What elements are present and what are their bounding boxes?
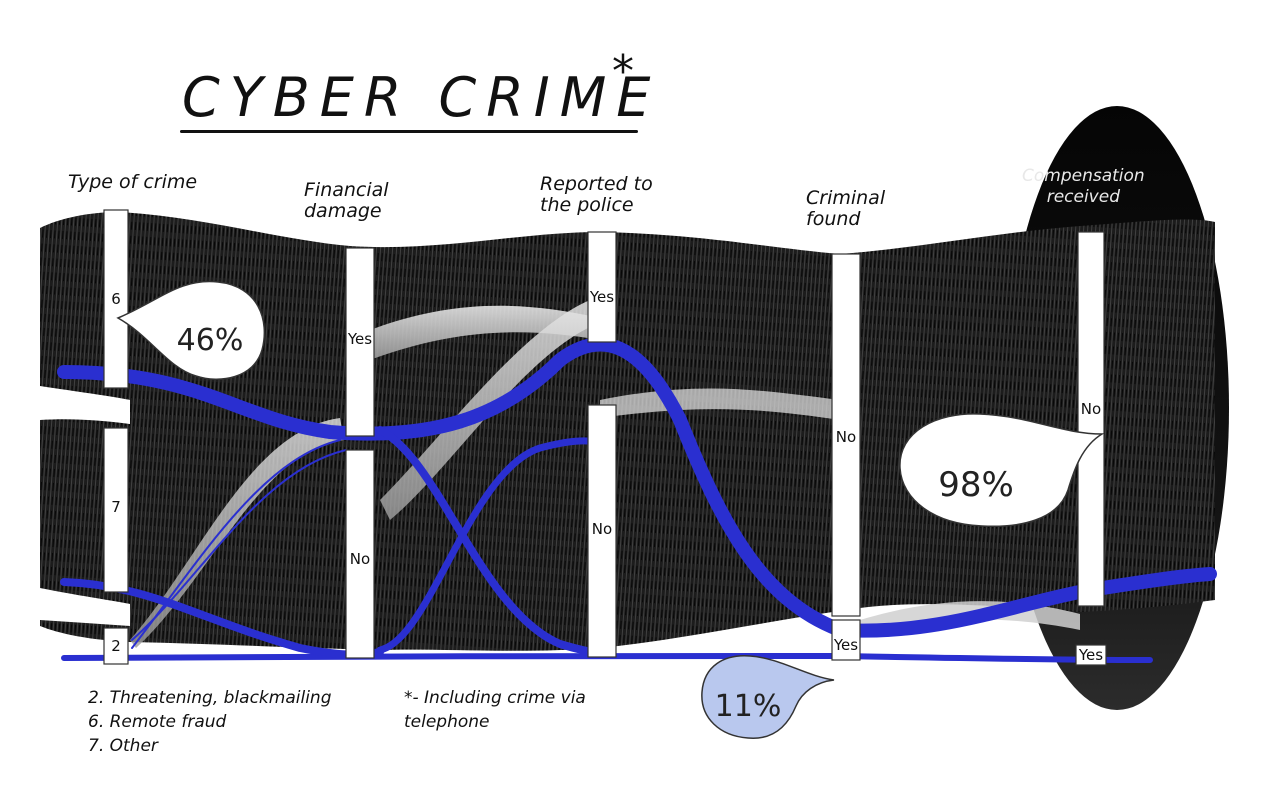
ribbon-light-1 bbox=[370, 305, 600, 360]
bar-crime-7 bbox=[103, 427, 129, 593]
label-fin-yes: Yes bbox=[347, 330, 372, 348]
bubble-98: 98% bbox=[899, 413, 1105, 528]
title-asterisk: * bbox=[612, 46, 634, 97]
bar-crime-6 bbox=[103, 209, 129, 389]
band-gap-7-2 bbox=[40, 588, 130, 626]
title-underline bbox=[180, 130, 638, 133]
bar-crime-2 bbox=[103, 627, 129, 665]
legend-item-2: 2. Threatening, blackmailing bbox=[88, 688, 332, 708]
bubble-11-text: 11% bbox=[715, 689, 782, 724]
blue-thin-2 bbox=[131, 449, 347, 641]
bar-found-no bbox=[831, 253, 861, 617]
bar-comp-yes bbox=[1075, 644, 1107, 666]
column-label-criminal-found: Criminal found bbox=[806, 187, 886, 230]
bubble-46: 46% bbox=[116, 280, 266, 380]
blue-flow-yes-no bbox=[376, 437, 602, 654]
legend-item-6: 6. Remote fraud bbox=[88, 712, 227, 732]
label-crime-6: 6 bbox=[111, 290, 121, 308]
legend-item-7: 7. Other bbox=[88, 736, 158, 756]
column-label-type-of-crime: Type of crime bbox=[68, 171, 198, 193]
label-comp-yes: Yes bbox=[1078, 646, 1103, 664]
column-label-reported: Reported to the police bbox=[540, 173, 653, 216]
label-comp-no: No bbox=[1081, 400, 1101, 418]
label-rep-no: No bbox=[592, 520, 612, 538]
blue-flow-main bbox=[57, 337, 1217, 638]
flow-mass bbox=[40, 212, 1215, 651]
column-bars bbox=[103, 209, 1107, 666]
label-found-no: No bbox=[836, 428, 856, 446]
footnote: *- Including crime via telephone bbox=[404, 688, 586, 732]
bar-comp-no bbox=[1077, 231, 1105, 607]
page-title: CYBER CRIME bbox=[182, 66, 661, 129]
ribbon-light-3 bbox=[130, 418, 344, 648]
band-gap-6-7 bbox=[40, 386, 130, 424]
column-label-compensation: Compensation received bbox=[1022, 166, 1145, 207]
bubble-98-text: 98% bbox=[938, 465, 1014, 505]
blue-flow-no-report bbox=[376, 426, 604, 656]
label-rep-yes: Yes bbox=[589, 288, 614, 306]
column-label-financial-damage: Financial damage bbox=[304, 179, 389, 222]
label-fin-no: No bbox=[350, 550, 370, 568]
label-crime-2: 2 bbox=[111, 637, 121, 655]
bar-fin-yes bbox=[345, 247, 375, 437]
bar-rep-yes bbox=[587, 231, 617, 343]
bubble-46-text: 46% bbox=[177, 323, 244, 358]
label-found-yes: Yes bbox=[833, 636, 858, 654]
label-crime-7: 7 bbox=[111, 498, 121, 516]
bubble-11: 11% bbox=[701, 655, 835, 739]
crime-type-legend: 2. Threatening, blackmailing 6. Remote f… bbox=[88, 686, 331, 758]
bar-rep-no bbox=[587, 404, 617, 658]
bar-found-yes bbox=[831, 619, 861, 661]
bar-fin-no bbox=[345, 449, 375, 659]
